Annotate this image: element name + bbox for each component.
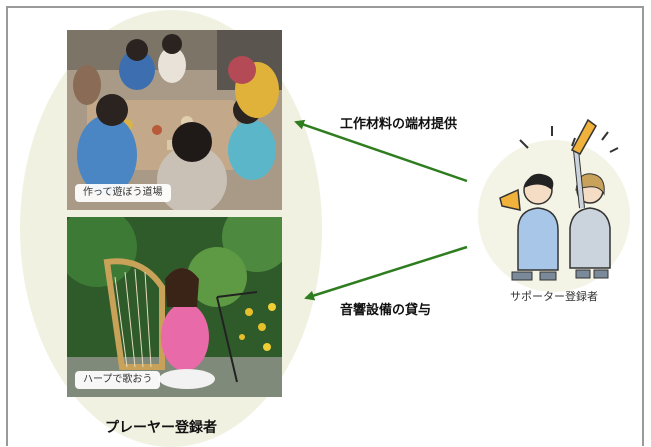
workshop-photo: 作って遊ぼう道場 xyxy=(67,30,282,210)
sound-flow-label: 音響設備の貸与 xyxy=(340,303,432,318)
supporters-illustration xyxy=(499,118,619,281)
harp-caption: ハープで歌おう xyxy=(75,371,161,389)
workshop-photo-image xyxy=(67,30,282,210)
materials-arrow xyxy=(294,119,468,183)
player-group-label: プレーヤー登録者 xyxy=(105,420,217,436)
sound-arrow xyxy=(304,245,468,301)
harp-photo: ハープで歌おう xyxy=(67,217,282,397)
harp-photo-image xyxy=(67,217,282,397)
workshop-caption: 作って遊ぼう道場 xyxy=(75,184,171,202)
materials-flow-label: 工作材料の端材提供 xyxy=(340,117,458,132)
supporter-group-label: サポーター登録者 xyxy=(510,290,598,303)
